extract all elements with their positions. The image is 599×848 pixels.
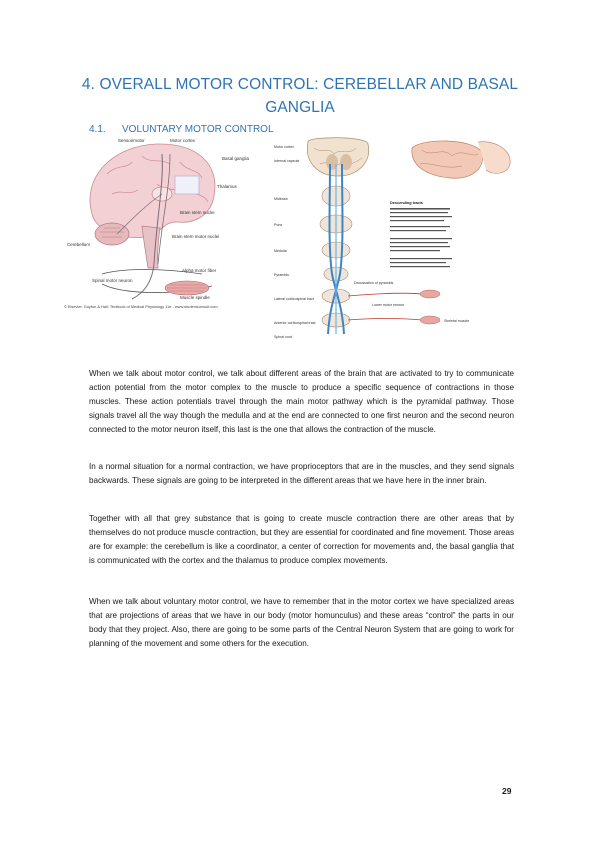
label-brain-stem: Brain stem nuclei <box>180 210 215 215</box>
label-medulla: Medulla <box>274 249 287 253</box>
paragraph-1: When we talk about motor control, we tal… <box>89 369 514 434</box>
label-skeletal-muscle: Skeletal muscle <box>444 319 469 323</box>
pyramidal-pathway-diagram: Motor cortex Internal capsule Midbrain P… <box>272 134 520 342</box>
label-lateral-tract: Lateral corticospinal tract <box>274 297 314 301</box>
label-sensorimotor: Sensorimotor <box>118 138 145 143</box>
label-pyramids: Pyramids <box>274 273 289 277</box>
section-heading: 4.1. VOLUNTARY MOTOR CONTROL <box>89 124 274 136</box>
figure-credit: © Elsevier. Guyton & Hall: Textbook of M… <box>64 304 218 309</box>
page-number: 29 <box>502 786 512 796</box>
paragraph-2: In a normal situation for a normal contr… <box>89 462 514 485</box>
label-spinal-cord: Spinal cord <box>274 335 292 339</box>
motor-control-diagram-svg: Sensorimotor Motor cortex Basal ganglia … <box>64 138 250 309</box>
label-lower-motor: Lower motor neuron <box>372 303 404 307</box>
label-motor-cortex: Motor cortex <box>170 138 196 143</box>
label-cerebellum: Cerebellum <box>67 242 90 247</box>
label-motor-cortex: Motor cortex <box>274 145 294 149</box>
label-midbrain: Midbrain <box>274 197 288 201</box>
label-basal-ganglia: Basal ganglia <box>222 156 250 161</box>
brain-stem-shape <box>141 225 161 269</box>
label-thalamus: Thalamus <box>217 184 238 189</box>
label-alpha-motor: Alpha motor fiber <box>182 268 217 273</box>
label-internal-capsule: Internal capsule <box>274 159 299 163</box>
paragraph-3: Together with all that grey substance th… <box>89 514 515 565</box>
cerebellum-shape <box>94 222 130 246</box>
label-spinal-motor-neuron: Spinal motor neuron <box>92 278 133 283</box>
pyramidal-pathway-svg: Motor cortex Internal capsule Midbrain P… <box>274 137 511 339</box>
label-brain-stem-motor: Brain stem motor nuclei <box>172 234 219 239</box>
label-anterior-tract: Anterior corticospinal tract <box>274 321 316 325</box>
paragraph-4: When we talk about voluntary motor contr… <box>89 597 514 648</box>
motor-control-diagram: Sensorimotor Motor cortex Basal ganglia … <box>62 134 254 310</box>
label-descending-tracts: Descending tracts <box>390 201 423 205</box>
label-pons: Pons <box>274 223 282 227</box>
section-title: VOLUNTARY MOTOR CONTROL <box>122 124 274 135</box>
label-decussation: Decussation of pyramids <box>354 281 394 285</box>
page-title: 4. OVERALL MOTOR CONTROL: CEREBELLAR AND… <box>81 76 519 116</box>
label-muscle: Muscle spindle <box>180 295 210 300</box>
section-number: 4.1. <box>89 124 106 135</box>
